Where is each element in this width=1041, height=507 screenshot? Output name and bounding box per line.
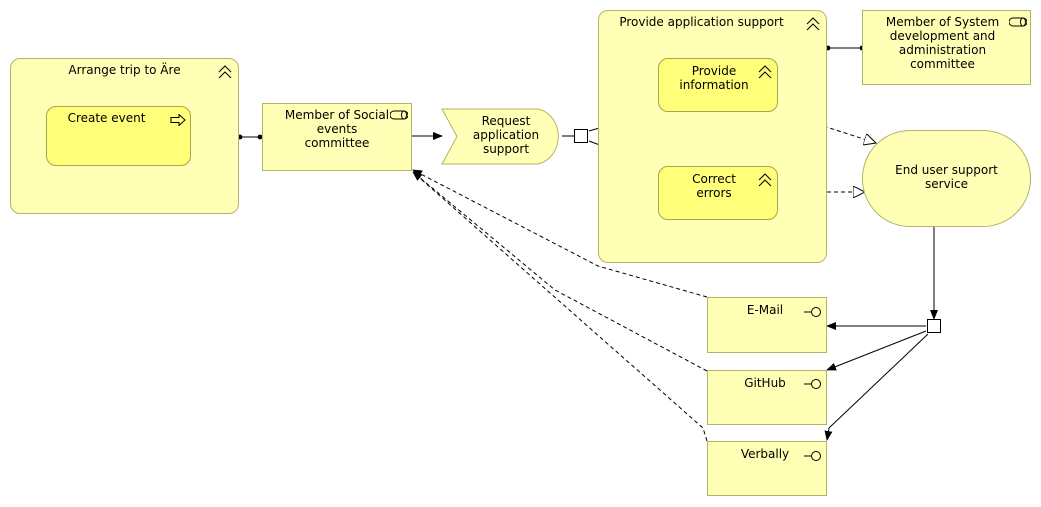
system-member-label: Member of System development and adminis… <box>885 15 1000 71</box>
create-event-node[interactable]: Create event <box>46 106 191 166</box>
provide-information-label: Provide information <box>679 64 749 92</box>
flow-junction-github[interactable] <box>826 330 927 371</box>
business-process-icon <box>806 17 820 31</box>
arrange-trip-label: Arrange trip to Äre <box>68 63 181 77</box>
provide-information-process[interactable]: Provide information <box>658 58 778 112</box>
business-event-arrow-icon <box>170 114 186 126</box>
flow-junction-verbally[interactable] <box>824 333 929 441</box>
business-process-icon <box>758 173 772 187</box>
create-event-label: Create event <box>67 111 146 125</box>
provide-support-process[interactable]: Provide application support <box>598 10 827 263</box>
arrange-trip-process[interactable]: Arrange trip to Äre <box>10 58 239 214</box>
social-member-label: Member of Social events committee <box>284 108 390 150</box>
email-label: E-Mail <box>746 303 784 317</box>
end-user-support-service[interactable]: End user support service <box>862 130 1031 227</box>
email-interface[interactable]: E-Mail <box>707 297 827 353</box>
request-support-label: Request application support <box>472 114 540 156</box>
business-role-icon <box>1009 17 1027 27</box>
business-process-icon <box>758 65 772 79</box>
github-label: GitHub <box>744 376 786 390</box>
correct-errors-process[interactable]: Correct errors <box>658 166 778 220</box>
business-interface-icon <box>804 307 821 317</box>
business-interface-icon <box>804 451 821 461</box>
business-interface-icon <box>804 379 821 389</box>
access-github-social[interactable] <box>412 171 708 372</box>
access-email-social[interactable] <box>412 169 708 298</box>
request-support-event[interactable] <box>441 108 565 166</box>
junction-and-1 <box>574 129 588 143</box>
correct-errors-label: Correct errors <box>692 172 736 200</box>
github-interface[interactable]: GitHub <box>707 370 827 425</box>
verbally-label: Verbally <box>740 447 790 461</box>
business-process-icon <box>218 65 232 79</box>
social-member-role[interactable]: Member of Social events committee <box>262 103 412 171</box>
end-user-support-label: End user support service <box>895 163 998 191</box>
provide-support-label: Provide application support <box>619 15 784 29</box>
business-role-icon <box>390 110 408 120</box>
junction-and-2 <box>927 319 941 333</box>
verbally-interface[interactable]: Verbally <box>707 441 827 496</box>
system-member-role[interactable]: Member of System development and adminis… <box>862 10 1031 85</box>
